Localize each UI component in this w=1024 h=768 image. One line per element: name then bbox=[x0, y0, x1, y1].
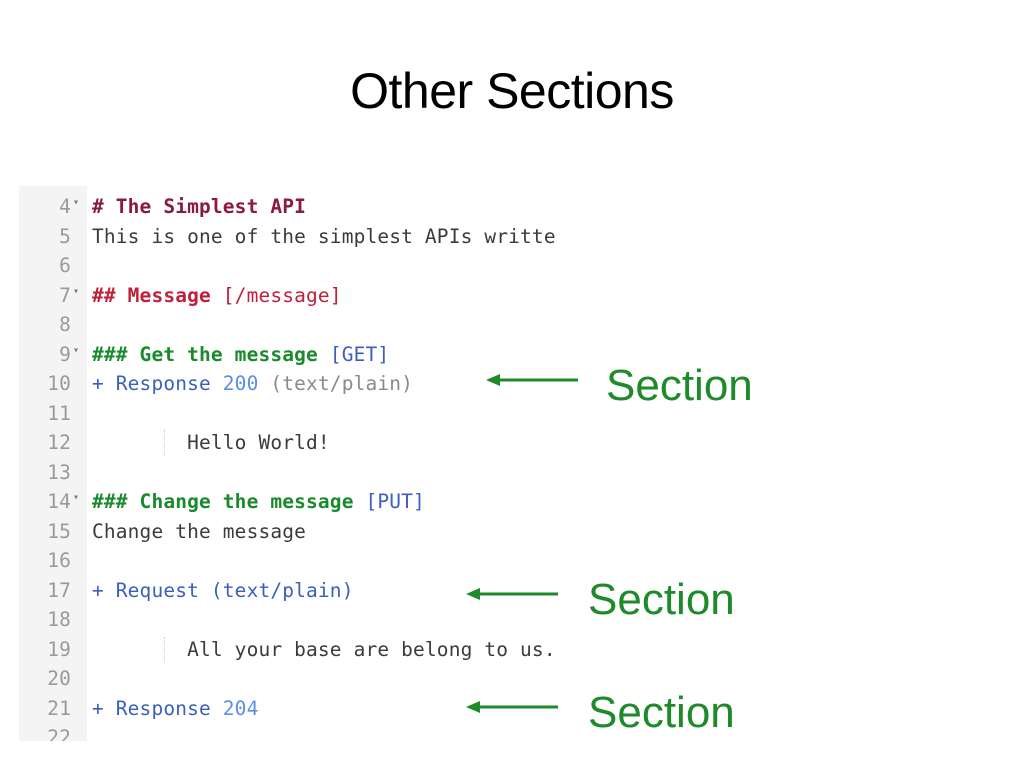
line-number: 21 bbox=[47, 696, 71, 720]
code-token: + Response bbox=[92, 372, 223, 395]
line-number: 22 bbox=[47, 726, 71, 741]
section-annotation-3: Section bbox=[464, 685, 754, 737]
line-content: All your base are belong to us. bbox=[92, 635, 556, 665]
line-number: 8 bbox=[59, 313, 71, 336]
code-line[interactable]: 10 + Response 200 (text/plain) bbox=[19, 369, 635, 399]
annotation-label: Section bbox=[588, 575, 735, 624]
annotation-label: Section bbox=[588, 688, 735, 737]
code-token: ## Message bbox=[92, 283, 223, 307]
line-content: # The Simplest API bbox=[92, 192, 306, 222]
line-number: 9 bbox=[59, 342, 71, 366]
code-line[interactable]: 14▾ ### Change the message [PUT] bbox=[19, 487, 635, 517]
line-number-gutter bbox=[19, 186, 87, 741]
code-token: ### Get the message bbox=[92, 342, 330, 366]
line-number: 17 bbox=[47, 578, 71, 602]
code-token: Change the message bbox=[92, 519, 307, 543]
code-token: + Response bbox=[92, 696, 223, 720]
code-line[interactable]: 12 Hello World! bbox=[19, 428, 635, 458]
code-line[interactable]: 16 bbox=[19, 546, 635, 576]
code-token: Hello World! bbox=[92, 431, 330, 454]
fold-toggle-icon[interactable]: ▾ bbox=[73, 492, 80, 503]
code-token: 204 bbox=[222, 696, 259, 720]
section-annotation-1: Section bbox=[484, 358, 774, 410]
code-token: [GET] bbox=[329, 342, 390, 366]
line-number: 15 bbox=[47, 519, 71, 543]
line-content: + Request (text/plain) bbox=[92, 576, 354, 606]
slide-title: Other Sections bbox=[350, 63, 674, 119]
code-token: [/message] bbox=[222, 283, 342, 307]
line-number: 20 bbox=[47, 667, 71, 690]
code-line[interactable]: 22 bbox=[19, 723, 635, 741]
line-number: 11 bbox=[47, 401, 71, 425]
code-line[interactable]: 8 bbox=[19, 310, 635, 340]
line-content: This is one of the simplest APIs writte bbox=[92, 222, 556, 252]
code-token: ### Change the message bbox=[92, 490, 366, 513]
fold-toggle-icon[interactable]: ▾ bbox=[73, 285, 80, 297]
line-number: 7 bbox=[59, 283, 71, 307]
code-line[interactable]: 7▾ ## Message [/message] bbox=[19, 281, 635, 311]
code-line[interactable]: 4▾ # The Simplest API bbox=[19, 192, 635, 222]
line-content: + Response 204 bbox=[92, 694, 258, 724]
line-content: ## Message [/message] bbox=[92, 281, 342, 311]
line-content: Hello World! bbox=[92, 428, 330, 458]
code-line[interactable]: 9▾ ### Get the message [GET] bbox=[19, 340, 635, 370]
code-token: All your base are belong to us. bbox=[92, 637, 556, 661]
code-line[interactable]: 11 bbox=[19, 399, 635, 429]
code-token: 200 bbox=[222, 372, 259, 395]
line-number: 5 bbox=[59, 224, 71, 248]
code-line[interactable]: 15 Change the message bbox=[19, 517, 635, 547]
line-content: Change the message bbox=[92, 517, 306, 547]
code-line[interactable]: 5 This is one of the simplest APIs writte bbox=[19, 222, 635, 252]
indent-guide bbox=[164, 636, 165, 663]
code-line[interactable]: 17 + Request (text/plain) bbox=[19, 576, 635, 606]
code-token: # The Simplest API bbox=[92, 195, 307, 218]
code-line[interactable]: 13 bbox=[19, 458, 635, 488]
section-annotation-2: Section bbox=[464, 572, 754, 624]
arrow-left-icon bbox=[466, 588, 558, 600]
line-number: 4 bbox=[59, 195, 71, 218]
line-number: 12 bbox=[47, 431, 71, 454]
line-content: + Response 200 (text/plain) bbox=[92, 369, 413, 399]
indent-guide bbox=[164, 430, 165, 456]
fold-toggle-icon[interactable]: ▾ bbox=[73, 344, 80, 356]
arrow-left-icon bbox=[486, 374, 578, 386]
line-number: 10 bbox=[47, 372, 71, 395]
annotation-label: Section bbox=[606, 361, 753, 410]
line-number: 13 bbox=[47, 460, 71, 484]
arrow-left-icon bbox=[466, 701, 558, 713]
code-line[interactable]: 6 bbox=[19, 251, 635, 281]
line-number: 14 bbox=[47, 490, 71, 513]
code-line[interactable]: 20 bbox=[19, 664, 635, 694]
line-number: 19 bbox=[47, 637, 71, 661]
code-line[interactable]: 19 All your base are belong to us. bbox=[19, 635, 635, 665]
line-number: 16 bbox=[47, 549, 71, 572]
code-token: + Request (text/plain) bbox=[92, 578, 354, 602]
fold-toggle-icon[interactable]: ▾ bbox=[73, 197, 80, 208]
line-content: ### Change the message [PUT] bbox=[92, 487, 425, 517]
code-line[interactable]: 21 + Response 204 bbox=[19, 694, 635, 724]
line-number: 6 bbox=[59, 254, 71, 277]
line-content: ### Get the message [GET] bbox=[92, 340, 389, 370]
code-token: This is one of the simplest APIs writte bbox=[92, 224, 556, 248]
line-number: 18 bbox=[47, 608, 71, 631]
code-token: [PUT] bbox=[365, 490, 425, 513]
code-token: (text/plain) bbox=[258, 372, 414, 395]
code-line[interactable]: 18 bbox=[19, 605, 635, 635]
